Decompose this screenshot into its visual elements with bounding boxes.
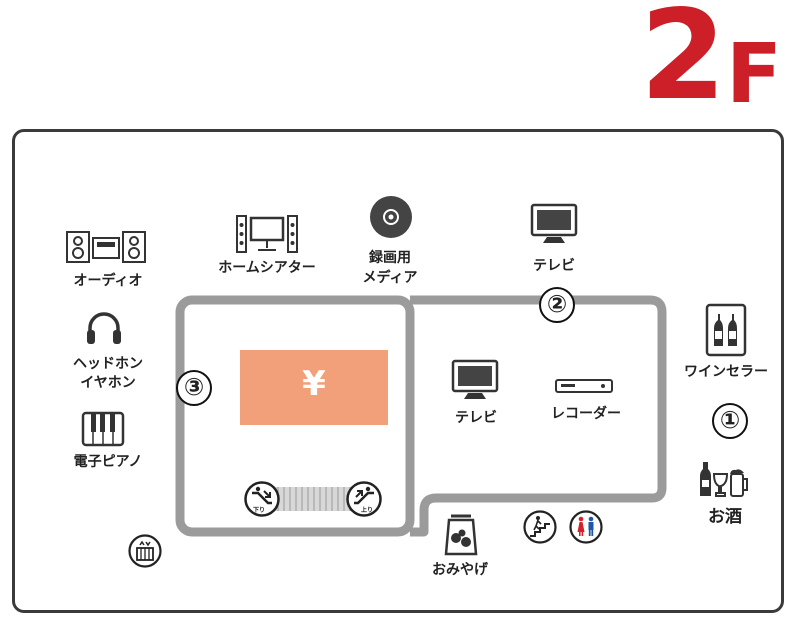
yen-symbol: ¥ — [302, 364, 326, 404]
section-label-piano: 電子ピアノ — [73, 454, 143, 470]
floor-badge: 2 F — [640, 0, 790, 122]
cashier-counter: ¥ — [240, 350, 388, 425]
escalator-down-icon[interactable]: 下り — [244, 481, 280, 517]
area-marker-3: ③ — [176, 370, 212, 406]
section-label-headphones: ヘッドホン — [73, 356, 143, 372]
audio-icon — [66, 231, 146, 263]
souvenir-icon — [444, 514, 478, 556]
stairs-icon[interactable] — [523, 510, 557, 544]
section-label-souvenirs: おみやげ — [432, 562, 488, 578]
restroom-icon[interactable] — [569, 510, 603, 544]
section-label-wine-cellar: ワインセラー — [684, 364, 768, 380]
escalator-up-icon[interactable]: 上り — [346, 481, 382, 517]
section-label-liquor: お酒 — [708, 507, 742, 527]
tv-icon-top — [530, 203, 578, 243]
elevator-icon[interactable] — [128, 534, 162, 568]
disc-media-icon — [370, 196, 412, 238]
section-label-media-1: 録画用 — [369, 250, 411, 266]
area-marker-1: ① — [712, 403, 748, 439]
headphones-icon — [87, 312, 121, 344]
liquor-icon — [700, 462, 748, 497]
area-marker-2: ② — [539, 287, 575, 323]
escalator-down-tag: 下り — [253, 507, 266, 514]
section-label-media-2: メディア — [362, 270, 418, 286]
floor-letter: F — [726, 27, 783, 122]
floor-number: 2 — [640, 0, 726, 128]
section-label-tv-top: テレビ — [533, 258, 575, 274]
section-label-audio: オーディオ — [73, 273, 143, 289]
section-label-home-theater: ホームシアター — [218, 260, 316, 276]
section-label-tv-inner: テレビ — [455, 410, 497, 426]
tv-icon-inner — [451, 359, 499, 399]
escalator-up-tag: 上り — [361, 507, 374, 514]
section-label-recorder: レコーダー — [551, 406, 621, 422]
wine-cellar-icon — [705, 303, 747, 357]
section-label-earphones: イヤホン — [80, 375, 136, 391]
route-loop-right — [410, 295, 667, 537]
route-loop-left — [175, 295, 415, 537]
recorder-icon — [555, 379, 613, 393]
home-theater-icon — [236, 215, 298, 253]
floor-map-frame — [12, 129, 784, 613]
piano-icon — [81, 411, 125, 447]
